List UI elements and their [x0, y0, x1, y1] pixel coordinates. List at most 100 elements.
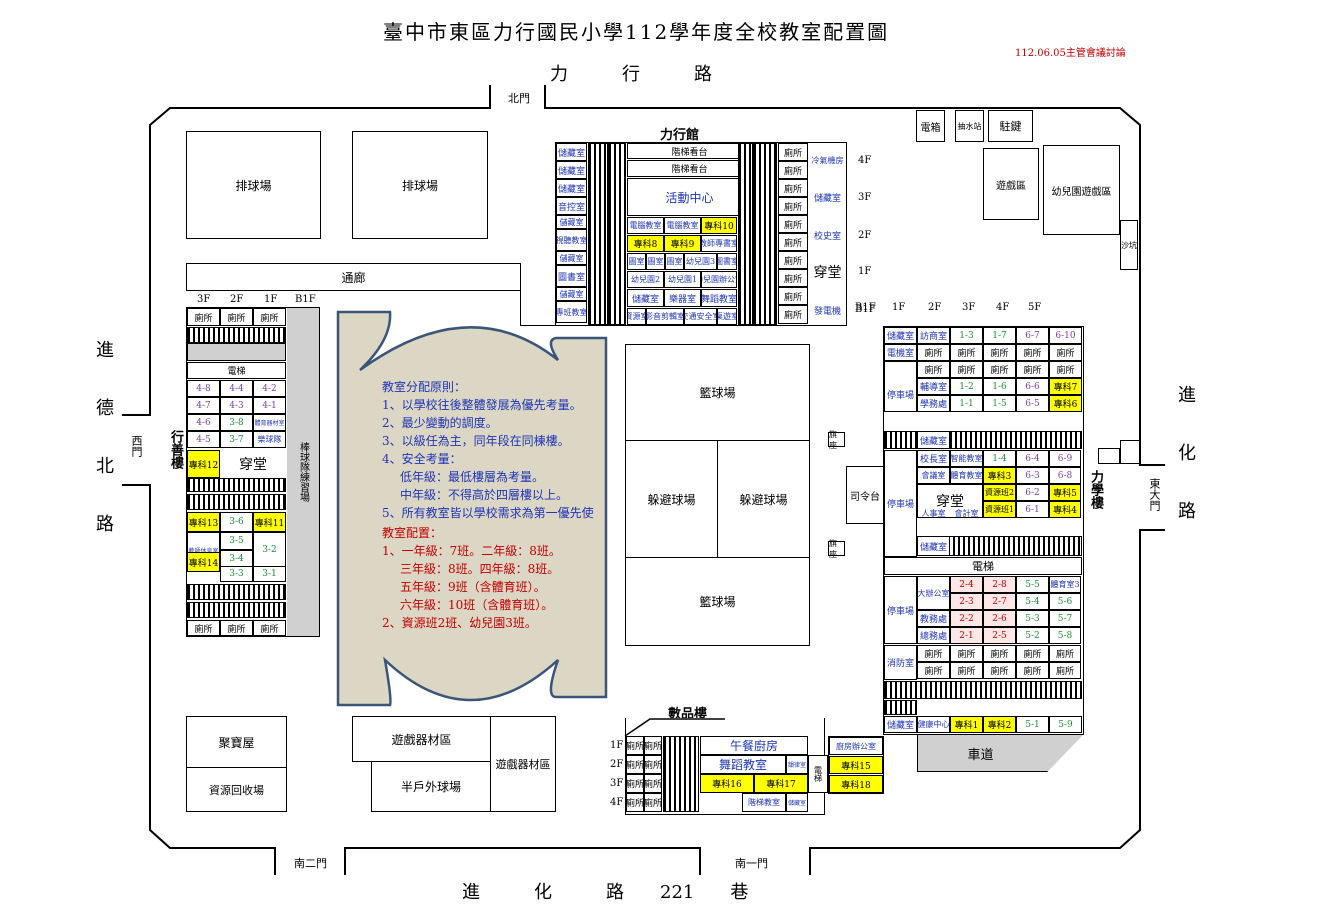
classroom: 4-7: [187, 397, 220, 414]
room-special-12: 專科12: [187, 450, 220, 478]
classroom: 5-1: [1016, 716, 1049, 733]
room: 會計室: [954, 508, 979, 518]
room: 圖書室: [717, 253, 737, 270]
basketball-court-1: 籃球場: [625, 344, 810, 441]
classroom: 1-1: [950, 395, 983, 412]
classroom: 6-10: [1049, 327, 1082, 344]
lixing-left-col: 儲藏室 儲藏室 儲藏室 音控室 儲藏室 視聽教室 儲藏室 圖書室 儲藏室 專班教…: [556, 143, 587, 323]
classroom: 5-7: [1049, 610, 1081, 627]
room: 冷氣機房: [809, 143, 846, 177]
stairs: [884, 700, 917, 715]
room-special-6: 專科6: [1049, 395, 1082, 412]
config-item: 1、一年級：7班。二年級：8班。: [382, 544, 561, 558]
room: 會議室: [917, 467, 950, 484]
play-equipment-area-2: 遊戲器材區: [490, 716, 556, 812]
classroom: 5-4: [1016, 593, 1049, 610]
toilet: 廁所: [644, 736, 662, 755]
driveway-label: 車道: [967, 747, 994, 763]
room: 儲藏室: [809, 178, 846, 216]
room: 視聽教室: [556, 229, 587, 251]
toilet: 廁所: [778, 305, 808, 324]
lixue-mid-block: 校長室 智能教室 1-4 6-4 6-9 會議室 體育教室 專科3 6-3 6-…: [917, 450, 1081, 518]
room-special-13: 專科13: [187, 512, 220, 532]
lixing-stairs-right2: [753, 143, 777, 325]
elevator: 電梯: [808, 755, 828, 793]
east-box-2: [1120, 440, 1140, 464]
config-item: 三年級：8班。四年級：8班。: [400, 562, 560, 576]
toilet: 廁所: [778, 287, 808, 305]
lixue-top-block: 儲藏室 訪商室 1-3 1-7 6-7 6-10 電機室 廁所 廁所 廁所 廁所…: [884, 327, 1082, 412]
classroom: 2-7: [983, 593, 1016, 610]
room-special-1: 專科1: [950, 716, 983, 733]
baseball-practice-field: 棒球隊練習場: [287, 308, 319, 636]
page-title: 臺中市東區力行國民小學112學年度全校教室配置圖: [383, 20, 890, 44]
toilet: 廁所: [950, 361, 983, 378]
flag-base-1: 旗座: [828, 430, 845, 450]
toilet: 廁所: [253, 620, 286, 636]
toilet: 廁所: [644, 755, 662, 774]
room: 健康中心: [917, 716, 950, 733]
room: 儲藏室: [917, 431, 950, 449]
room: 穿堂: [809, 254, 846, 290]
principle-item: 3、以級任為主，同年段在同棟樓。: [382, 434, 570, 448]
lixing-hall-label: 力行館: [660, 128, 700, 143]
floor-label: 3F: [197, 294, 211, 305]
electric-box: 電箱: [916, 110, 945, 142]
classroom: 4-5: [187, 431, 220, 448]
room: 幼兒園1: [664, 271, 701, 288]
room: 韻律室: [786, 755, 808, 774]
principle-item: 5、所有教室皆以學校需求為第一優先使: [382, 506, 594, 520]
principle-item: 1、以學校往後整體發展為優先考量。: [382, 398, 582, 412]
toilet: 廁所: [1049, 361, 1082, 378]
classroom: 6-3: [1016, 467, 1049, 484]
dance-room: 舞蹈教室: [700, 755, 786, 774]
room: 階梯教室: [742, 793, 786, 812]
room-special-7: 專科7: [1049, 378, 1082, 395]
toilet: 廁所: [950, 344, 983, 361]
classroom: 6-6: [1016, 378, 1049, 395]
toilet: 廁所: [626, 774, 644, 793]
toilet: 廁所: [220, 620, 253, 636]
floor-label: 4F: [996, 302, 1010, 313]
classroom: 6-7: [1016, 327, 1049, 344]
toilet: 廁所: [778, 197, 808, 215]
toilet: 廁所: [983, 645, 1016, 662]
classroom-config: 教室配置： 1、一年級：7班。二年級：8班。 三年級：8班。四年級：8班。 五年…: [382, 524, 561, 632]
gate-south-2: 南二門: [294, 857, 327, 870]
allocation-principles: 教室分配原則： 1、以學校往後整體發展為優先考量。 2、最少變動的調度。 3、以…: [382, 378, 594, 522]
room-special-5: 專科5: [1049, 484, 1081, 501]
room: 樂球隊: [253, 431, 286, 448]
room: 學務處: [917, 395, 950, 412]
toilet: 廁所: [187, 308, 220, 326]
lixing-toilets: 廁所 廁所 廁所 廁所 廁所 廁所 廁所 廁所 廁所 廁所: [778, 143, 808, 324]
podium: 司令台: [846, 466, 884, 524]
stairs: [884, 431, 1082, 449]
parking: 停車場: [884, 450, 917, 557]
room: 資源室: [627, 308, 646, 325]
room: 儲藏室: [556, 161, 587, 179]
toilet: 廁所: [778, 233, 808, 251]
room: 樂器室: [664, 289, 701, 307]
dodgeball-court-2: 躲避球場: [717, 440, 810, 558]
room: 發電機: [809, 300, 846, 320]
toilet: 廁所: [983, 344, 1016, 361]
room-special-18: 專科18: [829, 775, 883, 793]
fire-room: 消防室: [884, 645, 917, 680]
room: 幼兒園辦公室: [701, 271, 737, 288]
room-special-10: 專科10: [701, 217, 737, 234]
toilet: 廁所: [1049, 662, 1081, 679]
room: 體育教室: [950, 467, 983, 484]
toilet: 廁所: [1016, 645, 1049, 662]
floor-label: 1F: [610, 740, 624, 751]
lunch-kitchen: 午餐廚房: [700, 736, 808, 755]
classroom: 3-7: [220, 431, 253, 448]
toilet: 廁所: [778, 215, 808, 233]
corridor-ext: [520, 289, 557, 326]
classroom: 2-6: [983, 610, 1016, 627]
floor-label: 2F: [610, 759, 624, 770]
floor-label: 4F: [610, 797, 624, 808]
room: 儲藏室: [884, 327, 917, 344]
resource-room-1: 資源班1: [983, 501, 1016, 518]
lixing-stairs-left: [588, 143, 608, 325]
room-special-3: 專科3: [983, 467, 1016, 484]
